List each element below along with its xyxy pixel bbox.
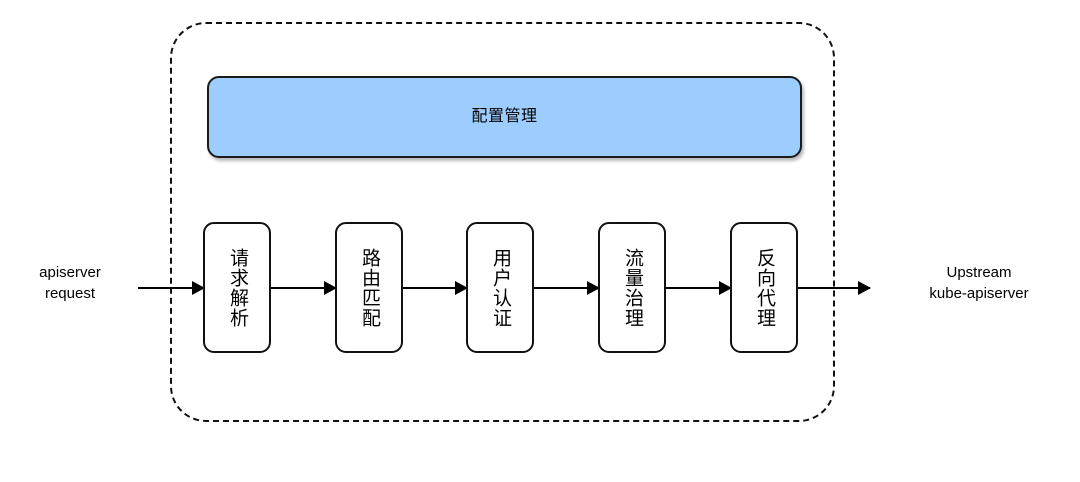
stage-label-request-parse: 请求解析: [227, 247, 249, 328]
stage-label-user-auth: 用户认证: [490, 247, 512, 328]
stage-box-route-match: 路由匹配: [335, 222, 403, 353]
config-management-label: 配置管理: [471, 108, 538, 125]
stage-box-user-auth: 用户认证: [466, 222, 534, 353]
arrowhead-icon: [719, 281, 732, 295]
arrowhead-icon: [587, 281, 600, 295]
input-label-line2: request: [44, 284, 96, 302]
stage-box-traffic-governance: 流量治理: [598, 222, 666, 353]
stage-label-reverse-proxy: 反向代理: [754, 247, 776, 328]
config-management-box: 配置管理: [207, 76, 802, 158]
arrowhead-icon: [858, 281, 871, 295]
gateway-boundary: [170, 22, 835, 422]
arrow-input-to-request-parse: [138, 281, 205, 295]
arrow-request-parse-to-route-match: [271, 281, 337, 295]
stage-box-request-parse: 请求解析: [203, 222, 271, 353]
output-label: Upstream kube-apiserver: [888, 263, 1070, 304]
stage-box-reverse-proxy: 反向代理: [730, 222, 798, 353]
output-label-line1: Upstream: [946, 264, 1012, 281]
stage-label-traffic-governance: 流量治理: [622, 247, 644, 328]
arrowhead-icon: [455, 281, 468, 295]
stage-label-route-match: 路由匹配: [359, 247, 381, 328]
input-label-line1: apiserver: [39, 264, 101, 281]
arrowhead-icon: [192, 281, 205, 295]
input-label: apiserver request: [10, 263, 130, 304]
arrowhead-icon: [324, 281, 337, 295]
arrow-traffic-governance-to-reverse-proxy: [666, 281, 732, 295]
output-label-line2: kube-apiserver: [929, 284, 1029, 302]
arrow-user-auth-to-traffic-governance: [534, 281, 600, 295]
arrow-route-match-to-user-auth: [403, 281, 468, 295]
arrow-reverse-proxy-to-upstream: [798, 281, 871, 295]
